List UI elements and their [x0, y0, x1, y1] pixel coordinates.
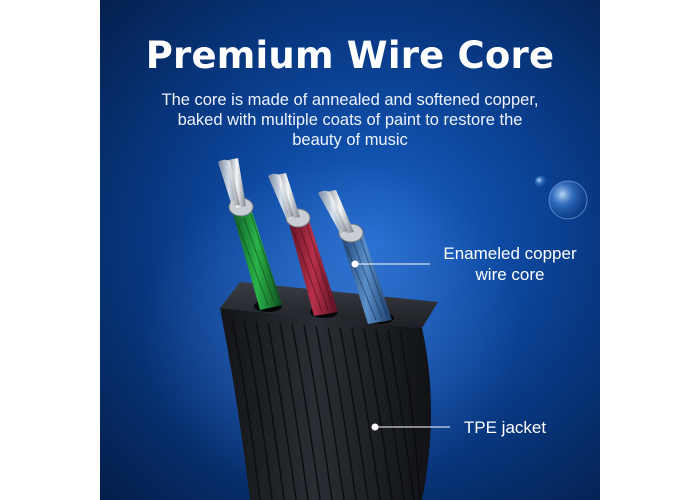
red-wire	[268, 173, 338, 316]
tpe-jacket	[220, 282, 438, 500]
bubble-small	[535, 176, 547, 188]
bubble-large	[548, 180, 588, 220]
page-title: Premium Wire Core	[145, 34, 555, 77]
image-panel: Premium Wire Core The core is made of an…	[100, 0, 600, 500]
callout-copper-core: Enameled copper wire core	[443, 244, 577, 284]
callout-jacket-line	[371, 423, 450, 431]
blue-wire	[318, 190, 392, 324]
subtitle: The core is made of annealed and softene…	[161, 91, 539, 149]
green-wire	[218, 158, 282, 310]
callout-copper-line	[351, 260, 430, 268]
callout-tpe-jacket: TPE jacket	[463, 418, 547, 437]
cable-illustration	[140, 158, 588, 500]
